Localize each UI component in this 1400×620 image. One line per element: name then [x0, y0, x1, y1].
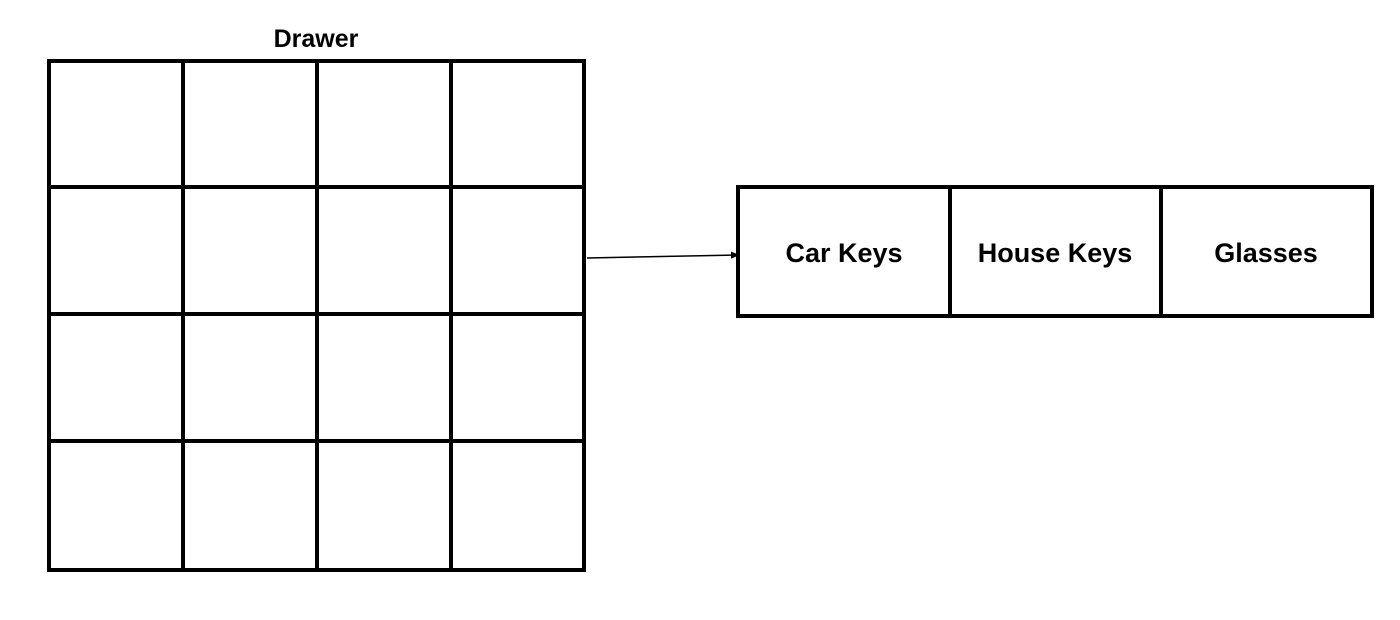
- item-list-outline: [736, 185, 1374, 318]
- connector-arrow: [586, 251, 740, 259]
- item-label-glasses: Glasses: [1214, 238, 1318, 268]
- drawer-title: Drawer: [274, 25, 359, 53]
- item-label-house-keys: House Keys: [978, 238, 1133, 268]
- drawer-grid: [47, 59, 586, 572]
- item-label-car-keys: Car Keys: [785, 238, 902, 268]
- item-list: [736, 185, 1374, 318]
